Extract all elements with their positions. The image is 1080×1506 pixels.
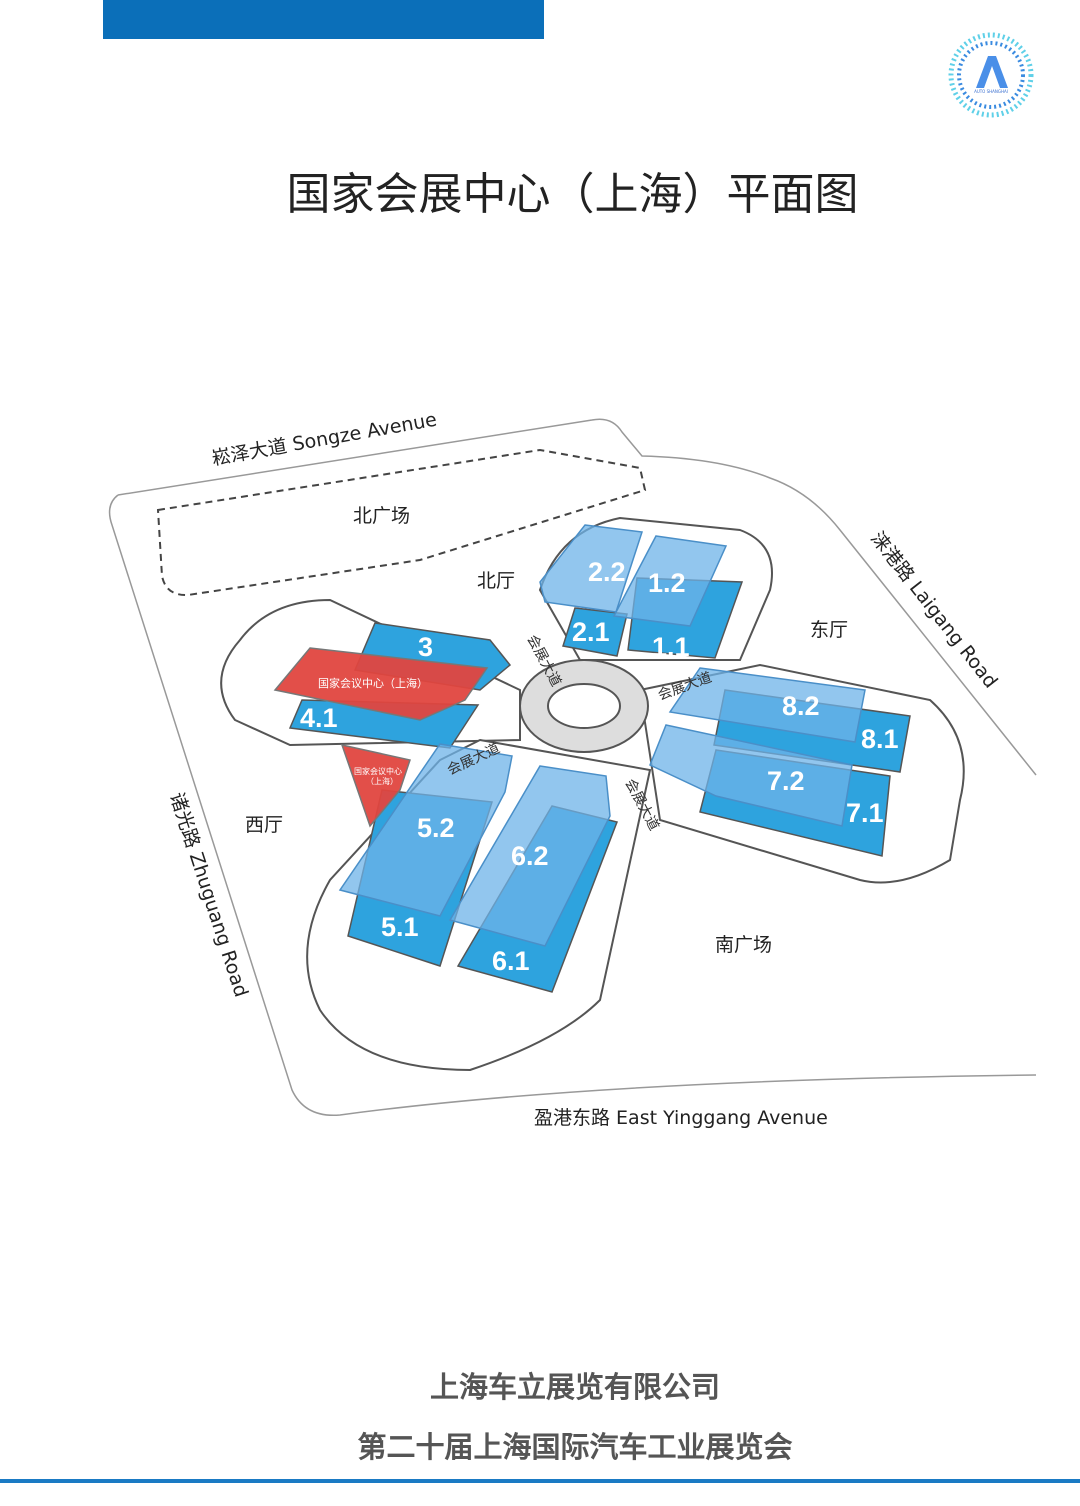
hall-label: 6.2: [511, 841, 549, 871]
hall-2-1: [562, 607, 628, 657]
svg-text:AUTO SHANGHAI: AUTO SHANGHAI: [974, 89, 1008, 94]
conference-small-label: 国家会议中心: [354, 766, 402, 776]
hall-label: 7.1: [846, 798, 884, 828]
west-hall-label: 西厅: [245, 814, 283, 836]
north-plaza-outline: [156, 448, 647, 597]
hall-7-2: [649, 724, 853, 827]
conference-center-small: [340, 743, 411, 828]
page-title: 国家会展中心（上海）平面图: [286, 169, 859, 220]
hall-label: 7.2: [767, 766, 805, 796]
hall-label: 8.1: [861, 724, 899, 754]
footer-line: [0, 1479, 1080, 1483]
hall-2-2: [539, 524, 643, 613]
north-hall-label: 北厅: [477, 570, 515, 592]
hall-label: 4.1: [300, 703, 338, 733]
conference-small-label: （上海）: [366, 776, 398, 786]
hall-label: 2.1: [572, 617, 610, 647]
hall-8-2: [668, 667, 866, 743]
road-south-label: 盈港东路 East Yinggang Avenue: [534, 1107, 828, 1129]
header-bar: [103, 0, 544, 39]
conference-center-main: [273, 647, 489, 721]
south-plaza-label: 南广场: [715, 934, 772, 956]
hall-label: 3: [418, 632, 433, 662]
north-plaza-label: 北广场: [353, 505, 410, 527]
footer-event: 第二十届上海国际汽车工业展览会: [357, 1430, 793, 1464]
site-boundary: [117, 418, 1037, 776]
road-west-label: 诸光路 Zhuguang Road: [165, 790, 252, 1000]
central-ring-inner: [547, 683, 621, 729]
hall-label: 2.2: [588, 557, 626, 587]
hall-label: 1.2: [648, 568, 686, 598]
hall-label: 5.2: [417, 813, 455, 843]
auto-shanghai-logo: AUTO SHANGHAI: [948, 32, 1034, 118]
road-north-label: 崧泽大道 Songze Avenue: [210, 409, 438, 470]
hall-label: 6.1: [492, 946, 530, 976]
hall-5-2: [338, 743, 513, 917]
road-east-label: 涞港路 Laigang Road: [866, 528, 1002, 693]
hall-6-2: [448, 765, 611, 947]
hall-label: 5.1: [381, 912, 419, 942]
east-hall-label: 东厅: [810, 619, 848, 641]
hall-label: 1.1: [652, 632, 690, 662]
hall-1-2: [612, 535, 728, 627]
hall-label: 8.2: [782, 691, 820, 721]
footer-company: 上海车立展览有限公司: [429, 1370, 720, 1404]
conference-label: 国家会议中心（上海）: [318, 676, 428, 690]
site-boundary-west: [108, 494, 1037, 1117]
